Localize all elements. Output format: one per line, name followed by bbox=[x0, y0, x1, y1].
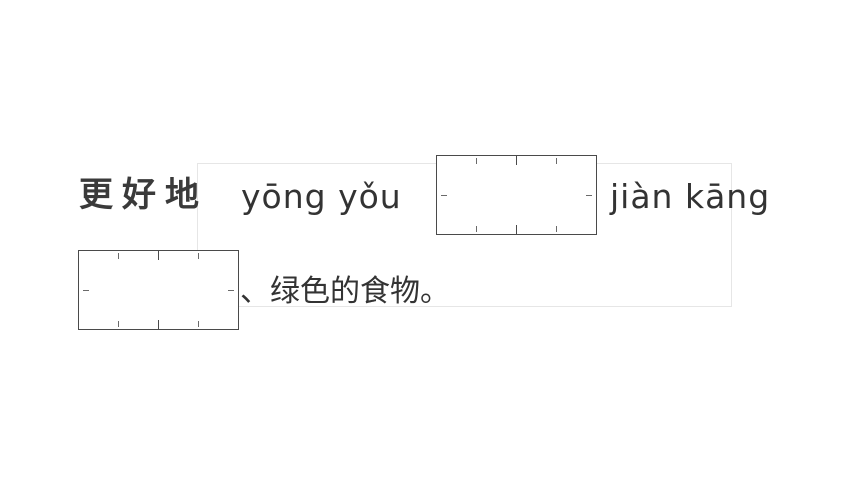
guide-tick bbox=[556, 226, 557, 232]
guide-tick bbox=[476, 226, 477, 232]
guide-tick bbox=[198, 253, 199, 259]
pinyin-prompt-2: jiàn kāng bbox=[610, 177, 771, 216]
sentence-ending: 、绿色的食物。 bbox=[240, 274, 450, 309]
guide-tick bbox=[198, 321, 199, 327]
guide-tick bbox=[83, 290, 89, 291]
guide-tick bbox=[228, 290, 234, 291]
pinyin-prompt-1: yōng yǒu bbox=[241, 177, 402, 216]
guide-tick bbox=[586, 195, 592, 196]
lead-text-hanzi: 更好地 bbox=[79, 175, 208, 215]
guide-tick bbox=[118, 321, 119, 327]
guide-tick bbox=[476, 158, 477, 164]
answer-box-1[interactable] bbox=[436, 155, 597, 235]
answer-box-2[interactable] bbox=[78, 250, 239, 330]
guide-tick bbox=[118, 253, 119, 259]
guide-tick bbox=[556, 158, 557, 164]
guide-tick bbox=[441, 195, 447, 196]
